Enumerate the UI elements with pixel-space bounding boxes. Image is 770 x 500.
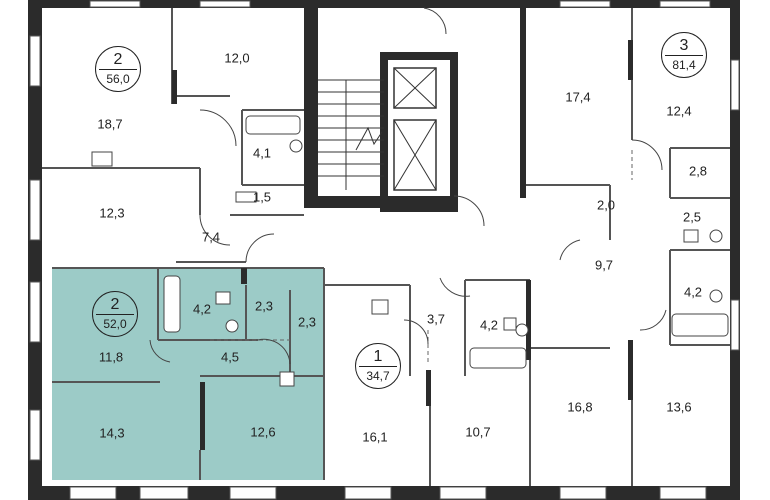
room-area-label: 2,3: [254, 298, 274, 314]
room-area-label: 12,3: [99, 205, 125, 221]
room-area-label: 4,5: [220, 349, 240, 365]
apartment-badge: 2 56,0: [95, 46, 141, 92]
room-area-label: 17,4: [565, 89, 591, 105]
apartment-badge: 3 81,4: [661, 32, 707, 78]
windows: [29, 0, 740, 500]
room-area-label: 2,3: [297, 314, 317, 330]
room-area-label: 1,5: [252, 189, 272, 205]
apartment-area: 81,4: [672, 58, 696, 72]
room-area-label: 18,7: [97, 116, 123, 132]
badge-divider: [359, 366, 397, 367]
room-area-label: 4,2: [192, 301, 212, 317]
apartment-rooms: 3: [679, 37, 689, 54]
apartment-area: 34,7: [366, 369, 390, 383]
room-area-label: 14,3: [99, 425, 125, 441]
apartment-rooms: 2: [110, 296, 120, 313]
room-area-label: 11,8: [98, 349, 124, 365]
room-area-label: 16,8: [567, 399, 593, 415]
apartment-area: 52,0: [103, 317, 127, 331]
apartment-area: 56,0: [106, 72, 130, 86]
room-area-label: 16,1: [362, 429, 388, 445]
room-area-label: 9,7: [594, 257, 614, 273]
dashed-partitions: [210, 150, 633, 365]
room-area-label: 2,0: [596, 197, 616, 213]
room-area-label: 10,7: [465, 424, 491, 440]
room-area-label: 2,5: [682, 209, 702, 225]
room-area-label: 3,7: [426, 311, 446, 327]
door-swings: [149, 7, 667, 365]
room-area-label: 4,2: [683, 284, 703, 300]
badge-divider: [96, 314, 134, 315]
badge-divider: [665, 55, 703, 56]
stair-core: [304, 8, 526, 212]
room-area-label: 12,6: [250, 424, 276, 440]
room-area-label: 13,6: [666, 399, 692, 415]
room-area-label: 12,4: [666, 103, 692, 119]
thick-walls: [172, 40, 633, 450]
room-area-label: 12,0: [224, 50, 250, 66]
room-area-label: 4,1: [252, 145, 272, 161]
room-area-label: 4,2: [479, 317, 499, 333]
room-area-label: 7,4: [201, 229, 221, 245]
apartment-rooms: 1: [373, 348, 383, 365]
fixtures: [91, 115, 729, 387]
apartment-badge: 1 34,7: [355, 343, 401, 389]
badge-divider: [99, 69, 137, 70]
room-area-label: 2,8: [688, 163, 708, 179]
apartment-badge: 2 52,0: [92, 291, 138, 337]
apartment-rooms: 2: [113, 51, 123, 68]
